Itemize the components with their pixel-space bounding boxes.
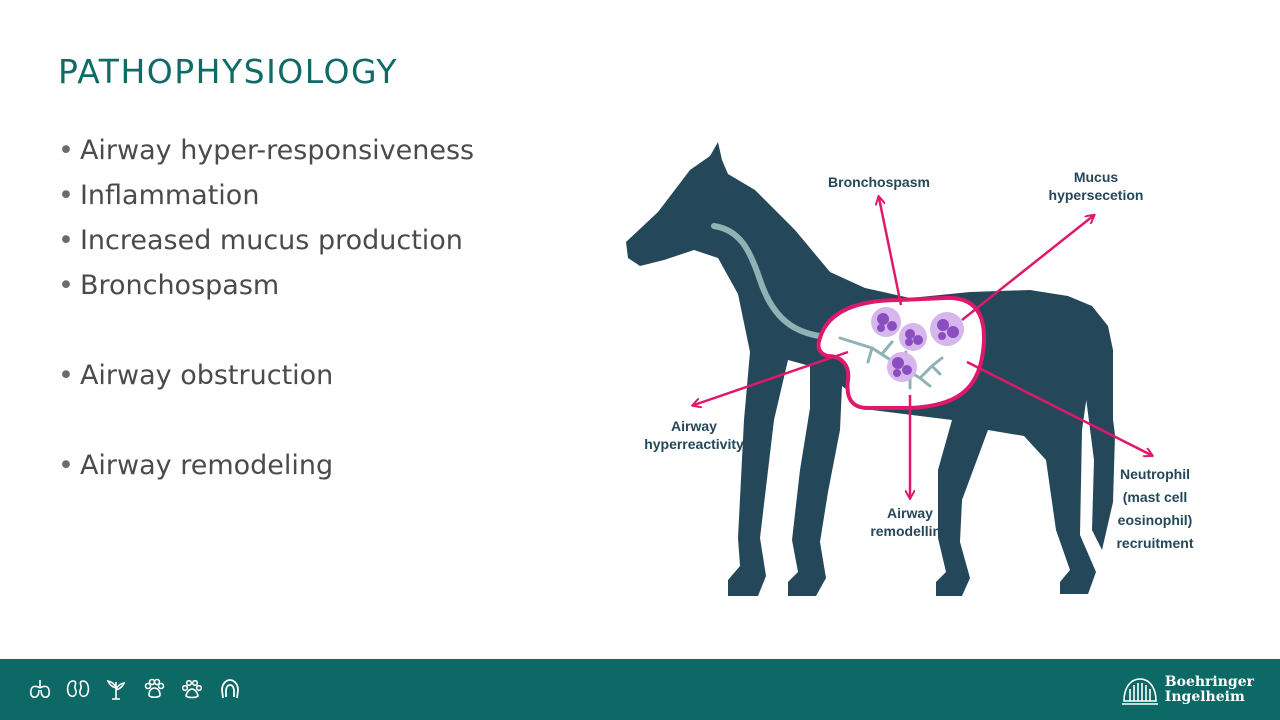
logo-line-2: Ingelheim — [1164, 689, 1245, 705]
label-recruitment-3: eosinophil) — [1118, 512, 1193, 528]
lungs-icon — [27, 676, 53, 702]
logo-line-1: Boehringer — [1164, 674, 1254, 690]
slide-title: PATHOPHYSIOLOGY — [58, 52, 399, 91]
label-remodelling: Airway — [887, 505, 933, 521]
footer-bar: Boehringer Ingelheim — [0, 659, 1280, 720]
bullet-dot: • — [58, 270, 74, 301]
label-hyperreactivity-2: hyperreactivity — [644, 436, 744, 452]
inflammatory-cells — [871, 307, 964, 382]
bullet-text: Airway obstruction — [79, 360, 334, 391]
arrow-mucus — [961, 216, 1093, 321]
trachea — [711, 223, 859, 341]
bullet-dot: • — [58, 180, 74, 211]
label-recruitment: Neutrophil — [1120, 466, 1190, 482]
label-remodelling-2: remodelling — [870, 523, 949, 539]
label-mucus-2: hypersecetion — [1049, 187, 1144, 203]
bullet-text: Increased mucus production — [79, 225, 463, 256]
bullet-dot: • — [58, 450, 74, 481]
bullet-text: Airway hyper-responsiveness — [79, 135, 475, 166]
label-recruitment-2: (mast cell — [1123, 489, 1188, 505]
bullet-dot: • — [58, 360, 74, 391]
bullet-text: Airway remodeling — [79, 450, 334, 481]
paw-print-icon — [179, 676, 205, 702]
horse-diagram-svg: Bronchospasm Mucus hypersecetion Airway … — [626, 142, 1194, 596]
bullet-item: •Inflammation — [58, 173, 578, 218]
horse-diagram: Bronchospasm Mucus hypersecetion Airway … — [610, 130, 1220, 610]
horseshoe-icon — [217, 676, 243, 702]
label-mucus: Mucus — [1074, 169, 1119, 185]
bullet-item: •Airway hyper-responsiveness — [58, 128, 578, 173]
paw-icon — [141, 676, 167, 702]
bullet-item: •Increased mucus production — [58, 218, 578, 263]
bullet-text: Inflammation — [79, 180, 260, 211]
bullet-item: •Airway remodeling — [58, 443, 578, 488]
arrow-recruitment — [966, 360, 1151, 455]
label-bronchospasm: Bronchospasm — [828, 174, 930, 190]
arrow-bronchospasm — [879, 198, 903, 306]
company-logo: Boehringer Ingelheim — [1121, 671, 1254, 709]
arrow-hyperreactivity — [694, 350, 849, 405]
label-recruitment-4: recruitment — [1116, 535, 1193, 551]
footer-icons — [27, 676, 243, 702]
logo-text: Boehringer Ingelheim — [1165, 675, 1254, 705]
plant-icon — [103, 676, 129, 702]
logo-mark — [1121, 678, 1158, 705]
bullet-list: •Airway hyper-responsiveness •Inflammati… — [58, 128, 578, 488]
effect-arrows — [694, 198, 1151, 497]
bullet-dot: • — [58, 135, 74, 166]
bullet-dot: • — [58, 225, 74, 256]
bullet-item: •Airway obstruction — [58, 353, 578, 398]
kidney-icon — [65, 676, 91, 702]
bullet-item: •Bronchospasm — [58, 263, 578, 308]
bullet-text: Bronchospasm — [79, 270, 280, 301]
label-hyperreactivity: Airway — [671, 418, 717, 434]
